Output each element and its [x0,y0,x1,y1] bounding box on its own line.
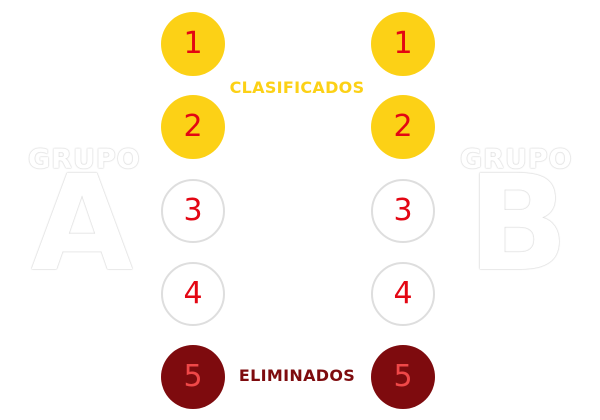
group-b-word: GRUPO [460,144,573,175]
group-b-position-4: 4 [371,262,435,326]
group-b-position-5: 5 [371,345,435,409]
group-b-position-1: 1 [371,12,435,76]
eliminated-label: ELIMINADOS [238,366,356,385]
group-a-position-1: 1 [161,12,225,76]
group-b-position-2: 2 [371,95,435,159]
group-a-position-5: 5 [161,345,225,409]
group-a-position-4: 4 [161,262,225,326]
group-a-word: GRUPO [28,144,141,175]
group-b-position-3: 3 [371,179,435,243]
group-a-letter: A [30,147,134,301]
group-a-position-2: 2 [161,95,225,159]
qualified-label: CLASIFICADOS [229,78,365,97]
group-b-letter: B [467,147,569,301]
group-a-position-3: 3 [161,179,225,243]
